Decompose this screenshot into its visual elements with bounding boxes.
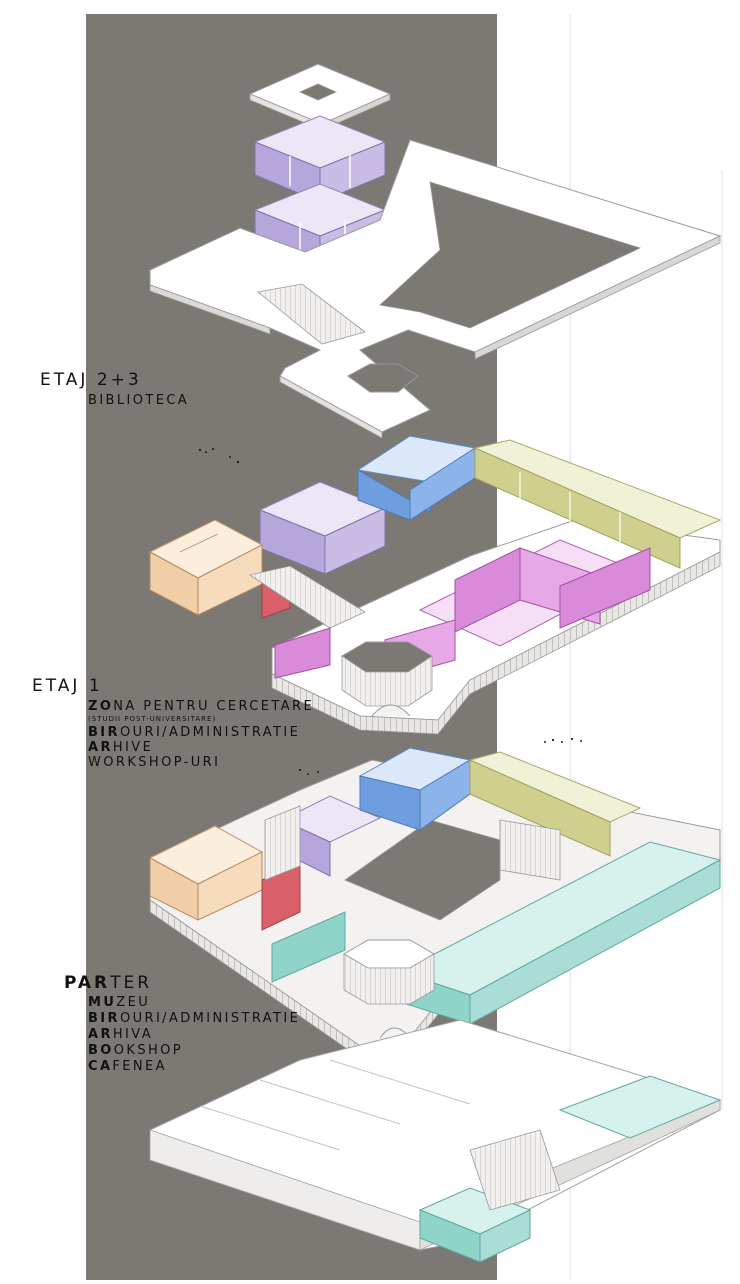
item-text: NA PENTRU CERCETARE [113,699,315,714]
item-text: OURI/ADMINISTRATIE [119,725,301,740]
title-text: TER [110,973,153,993]
level-basement [149,1019,722,1263]
item-bold: AR [88,1027,113,1042]
item-bold: BIR [88,1011,120,1026]
level-item: BOOKSHOP [88,1044,183,1057]
item-text: OKSHOP [113,1043,184,1058]
level-etaj-2-3 [149,63,722,439]
level-item-note: (STUDII POST-UNIVERSITARE) [88,716,216,723]
item-bold: AR [88,740,113,755]
item-bold: CA [88,1059,113,1074]
level-item: BIROURI/ADMINISTRATIE [88,726,300,739]
item-text: OURI/ADMINISTRATIE [119,1011,301,1026]
item-text: HIVA [112,1027,154,1042]
level-title-etaj-1: ETAJ 1 [32,676,103,696]
level-title-parter: PARTER [64,975,152,992]
item-bold: ZO [88,699,114,714]
birds-decoration [198,447,582,775]
level-title-etaj-2-3: ETAJ 2+3 [40,370,142,390]
item-bold: BIR [88,725,120,740]
item-text: FENEA [112,1059,167,1074]
level-item: MUZEU [88,996,150,1009]
item-text: HIVE [112,740,154,755]
item-text: BIBLIOTECA [88,393,190,408]
item-text: WORKSHOP-URI [88,755,221,770]
item-text: ZEU [116,995,151,1010]
item-bold: MU [88,995,117,1010]
item-text: (STUDII POST-UNIVERSITARE) [88,715,217,723]
level-item: CAFENEA [88,1060,167,1073]
level-item: ARHIVA [88,1028,153,1041]
level-item: ARHIVE [88,741,153,754]
title-bold: PAR [64,973,111,993]
level-parter [148,747,722,1063]
level-etaj-1 [148,435,722,735]
level-item: BIROURI/ADMINISTRATIE [88,1012,300,1025]
item-bold: BO [88,1043,114,1058]
level-item: WORKSHOP-URI [88,756,220,769]
level-item: BIBLIOTECA [88,394,189,407]
level-item: ZONA PENTRU CERCETARE [88,700,314,713]
